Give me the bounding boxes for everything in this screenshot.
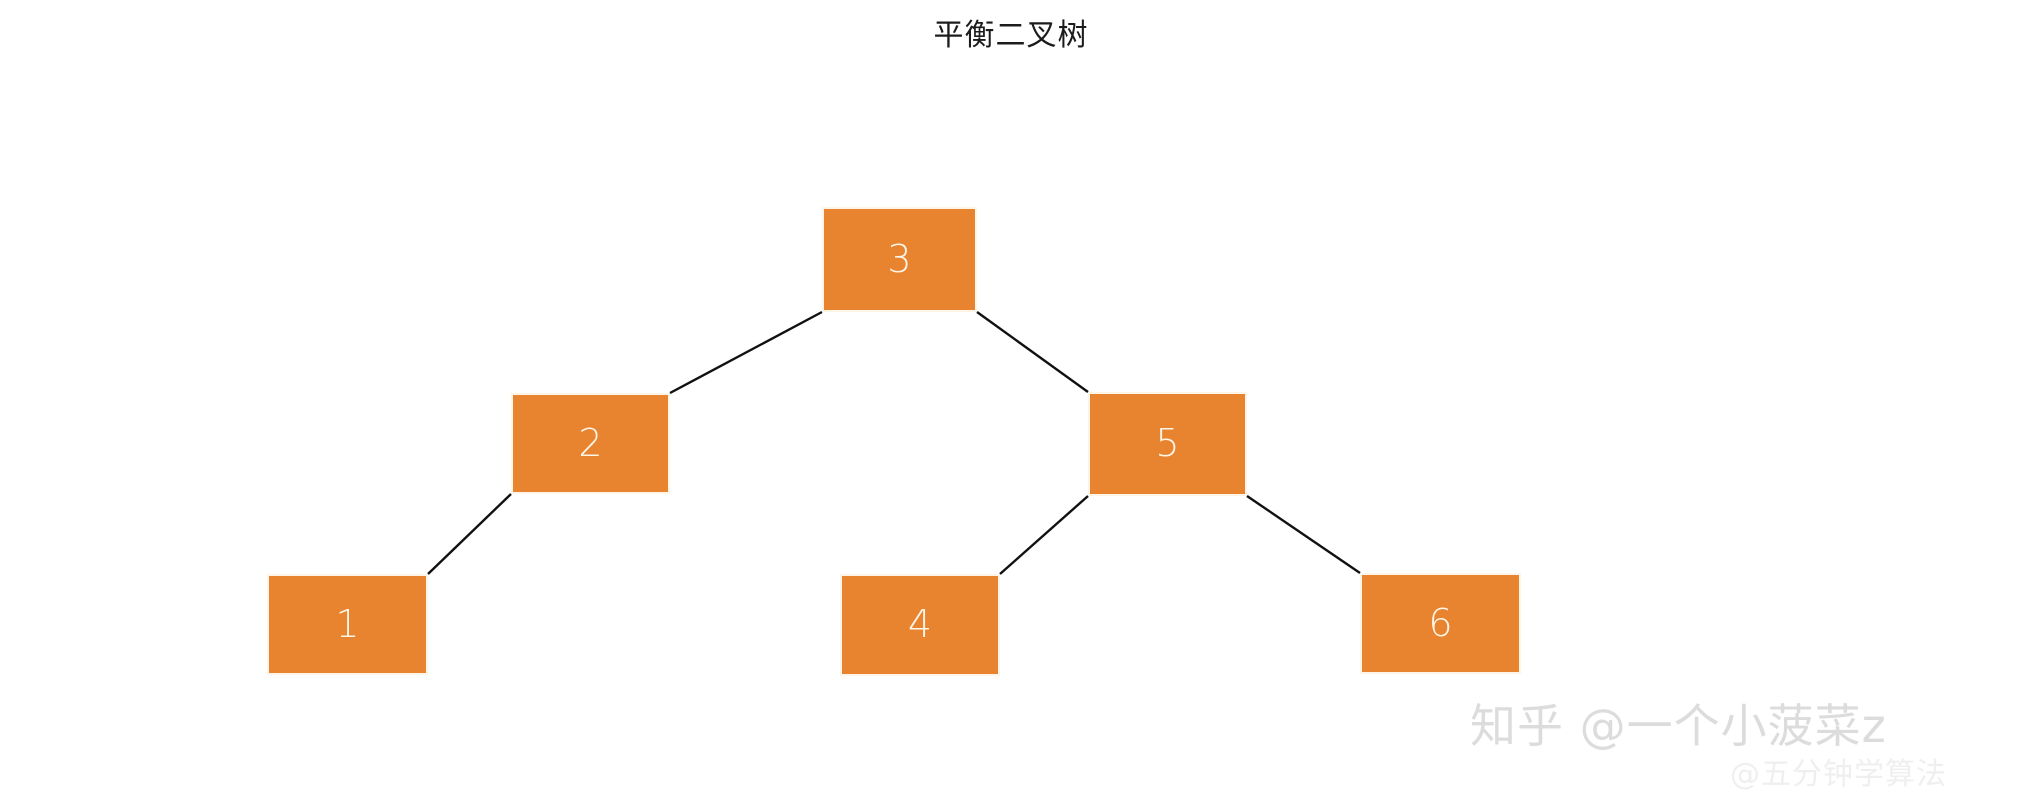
tree-edge-n5-n6 [1246,495,1361,574]
author-watermark: @五分钟学算法 [1730,757,1947,792]
tree-node-5[interactable]: 5 [1088,392,1247,496]
tree-node-label: 5 [1155,421,1180,465]
tree-node-1[interactable]: 1 [267,574,428,675]
tree-edge-n3-n2 [669,310,823,395]
tree-node-label: 2 [578,420,603,465]
tree-edge-n5-n4 [999,495,1089,575]
tree-node-label: 4 [907,602,933,646]
tree-node-6[interactable]: 6 [1360,573,1521,674]
tree-edge-n3-n5 [976,311,1089,393]
page-title: 平衡二叉树 [933,18,1089,53]
tree-node-label: 1 [335,601,360,646]
tree-node-3[interactable]: 3 [822,207,977,312]
tree-node-label: 6 [1428,600,1453,645]
tree-node-label: 3 [887,236,912,281]
tree-edge-n2-n1 [427,493,512,575]
zhihu-watermark: 知乎 @一个小菠菜z [1470,699,1887,753]
tree-node-4[interactable]: 4 [840,574,1000,676]
tree-node-2[interactable]: 2 [511,393,670,494]
